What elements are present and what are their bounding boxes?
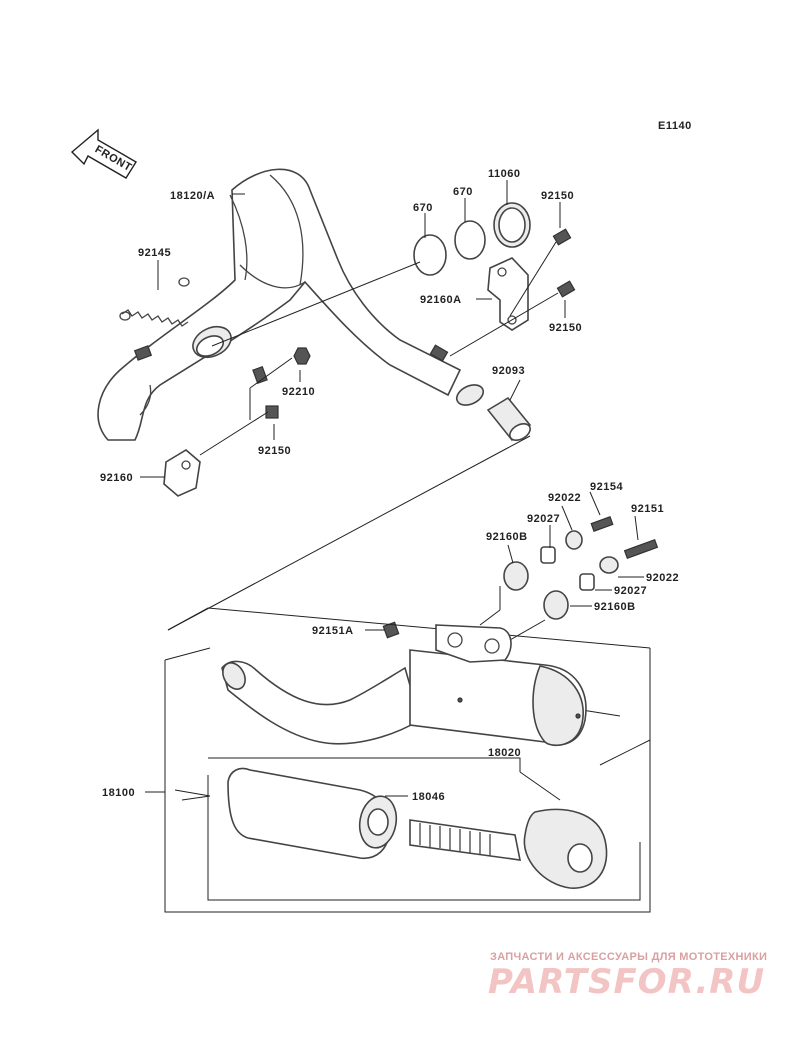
- bolt-92150-b: [556, 280, 576, 298]
- callout-92160b: 92160B: [486, 531, 528, 543]
- callout-92150-b: 92150: [549, 322, 582, 334]
- callout-92151: 92151: [631, 503, 664, 515]
- bracket-92160a: [487, 257, 529, 331]
- callout-92160: 92160: [100, 472, 133, 484]
- callout-18020: 18020: [488, 747, 521, 759]
- callout-92160a: 92160A: [420, 294, 462, 306]
- callout-92022-a: 92022: [548, 492, 581, 504]
- callout-92210: 92210: [282, 386, 315, 398]
- callout-92022-b: 92022: [646, 572, 679, 584]
- callout-92154: 92154: [590, 481, 623, 493]
- watermark-tagline: ЗАПЧАСТИ И АКСЕССУАРЫ ДЛЯ МОТОТЕХНИКИ: [490, 951, 768, 963]
- callout-18046: 18046: [412, 791, 445, 803]
- o-ring-670-a: [413, 234, 447, 276]
- front-arrow-icon: FRONT: [70, 128, 137, 179]
- callout-18100: 18100: [102, 787, 135, 799]
- bolt-92150-a: [552, 228, 572, 246]
- callout-92151a: 92151A: [312, 625, 354, 637]
- sleeve-92093: [486, 396, 532, 442]
- silencer-body: [221, 624, 587, 747]
- callout-670-b: 670: [453, 186, 473, 198]
- callout-92027-b: 92027: [614, 585, 647, 597]
- diagram-code: E1140: [658, 120, 692, 132]
- bracket-92160: [163, 449, 201, 497]
- spring-92145: [119, 277, 190, 327]
- watermark-logo: PARTSFOR.RU: [488, 962, 766, 1002]
- callout-92027-a: 92027: [527, 513, 560, 525]
- o-ring-670-b: [454, 220, 486, 260]
- callout-92093: 92093: [492, 365, 525, 377]
- leader-lines-upper: [140, 180, 566, 631]
- muffler-hardware: [382, 516, 659, 639]
- callout-92145: 92145: [138, 247, 171, 259]
- nut-92210: [293, 347, 311, 365]
- callout-92150-c: 92150: [258, 445, 291, 457]
- callout-11060: 11060: [488, 168, 520, 180]
- callout-92160b-2: 92160B: [594, 601, 636, 613]
- header-pipe: [97, 168, 485, 441]
- callout-92150-a: 92150: [541, 190, 574, 202]
- bolt-92150-c: [265, 405, 279, 419]
- silencer-core: [227, 767, 608, 889]
- callout-670-a: 670: [413, 202, 433, 214]
- leader-lines-middle: [365, 491, 644, 641]
- callout-18120a: 18120/A: [170, 190, 215, 202]
